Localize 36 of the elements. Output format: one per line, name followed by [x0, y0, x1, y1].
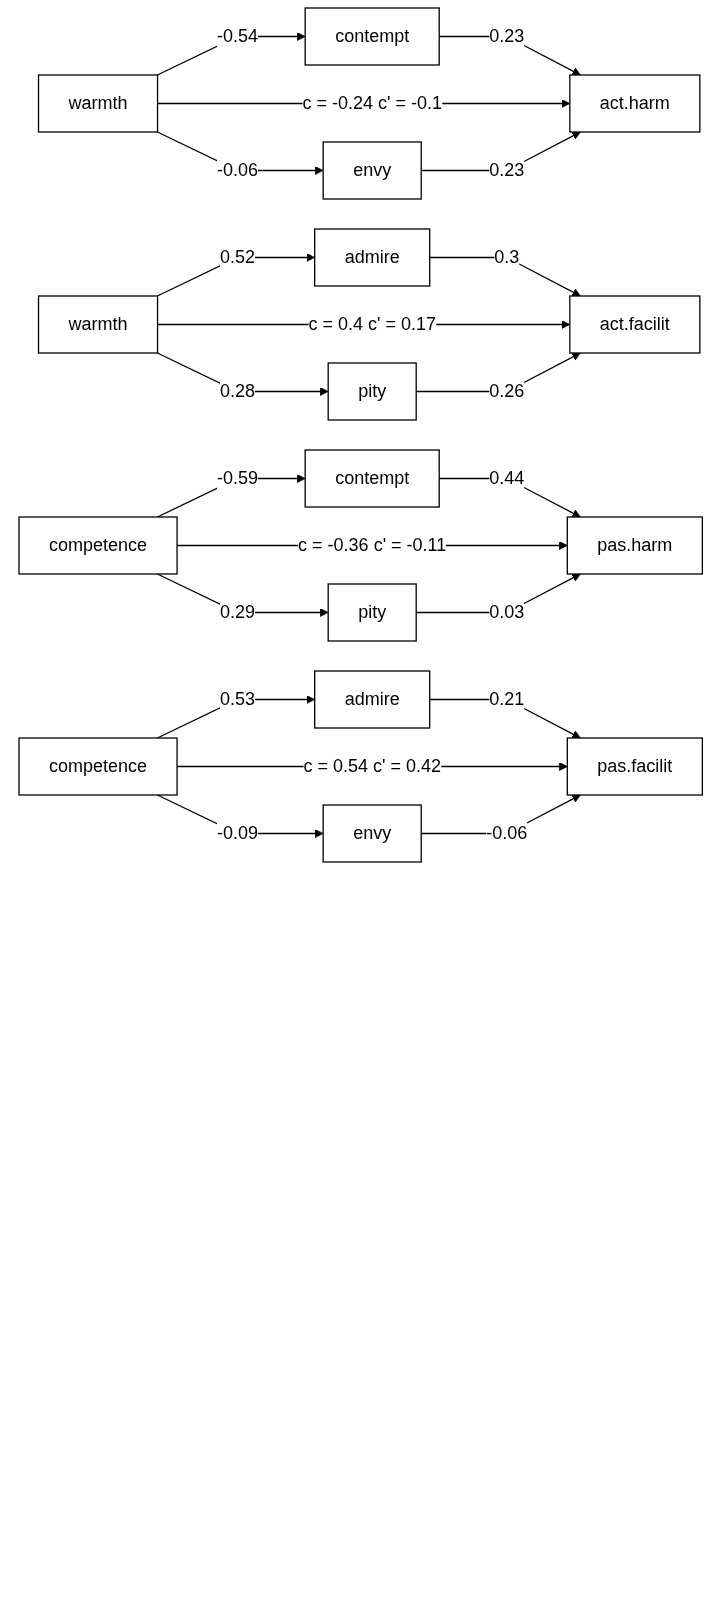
edge-label: 0.28	[220, 381, 256, 401]
edge-label: 0.44	[489, 468, 525, 488]
node-box: warmth	[38, 74, 159, 133]
edge-label: c = -0.36 c' = -0.11	[298, 535, 447, 555]
node-box: act.facilit	[569, 295, 701, 354]
node-box: warmth	[38, 295, 159, 354]
node-box: pas.facilit	[567, 737, 704, 796]
node-box: competence	[18, 516, 178, 575]
edge-label: c = 0.4 c' = 0.17	[308, 314, 437, 334]
node-box: admire	[314, 228, 431, 287]
edge-label: 0.03	[489, 602, 525, 622]
edge-label: -0.06	[217, 160, 259, 180]
edge-label: 0.21	[489, 689, 525, 709]
node-box: pity	[327, 362, 418, 421]
edge-label: 0.23	[489, 26, 525, 46]
edge-label: 0.29	[220, 602, 256, 622]
node-box: competence	[18, 737, 178, 796]
node-box: pas.harm	[567, 516, 704, 575]
node-box: envy	[322, 141, 423, 200]
edge-label: 0.3	[494, 247, 520, 267]
edge-label: c = 0.54 c' = 0.42	[303, 756, 442, 776]
edge-label: c = -0.24 c' = -0.1	[302, 93, 443, 113]
node-box: act.harm	[569, 74, 701, 133]
node-box: contempt	[304, 449, 441, 508]
edge-label: -0.06	[486, 823, 528, 843]
node-box: contempt	[304, 7, 441, 66]
edge-label: 0.53	[220, 689, 256, 709]
edge-label: -0.54	[217, 26, 259, 46]
node-box: admire	[314, 670, 431, 729]
edge-label: -0.09	[217, 823, 259, 843]
edge-label: 0.52	[220, 247, 256, 267]
edge-label: -0.59	[217, 468, 259, 488]
node-box: envy	[322, 804, 423, 863]
edge-label: 0.26	[489, 381, 525, 401]
edge-label: 0.23	[489, 160, 525, 180]
node-box: pity	[327, 583, 418, 642]
